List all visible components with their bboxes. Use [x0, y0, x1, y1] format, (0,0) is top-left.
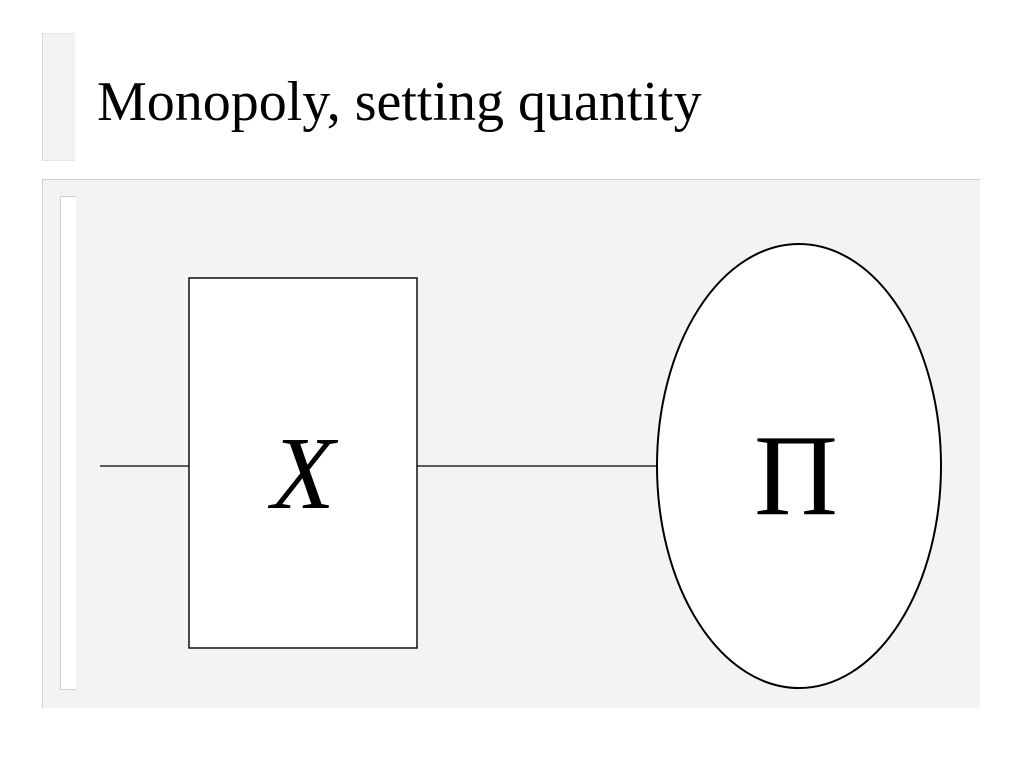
diagram-accent-bar	[60, 196, 76, 690]
utility-node-label: Π	[754, 412, 838, 540]
decision-node	[188, 277, 418, 649]
slide-title: Monopoly, setting quantity	[97, 71, 702, 133]
utility-node	[656, 243, 942, 689]
title-accent-bar	[42, 33, 75, 161]
decision-node-label: X	[267, 416, 338, 531]
